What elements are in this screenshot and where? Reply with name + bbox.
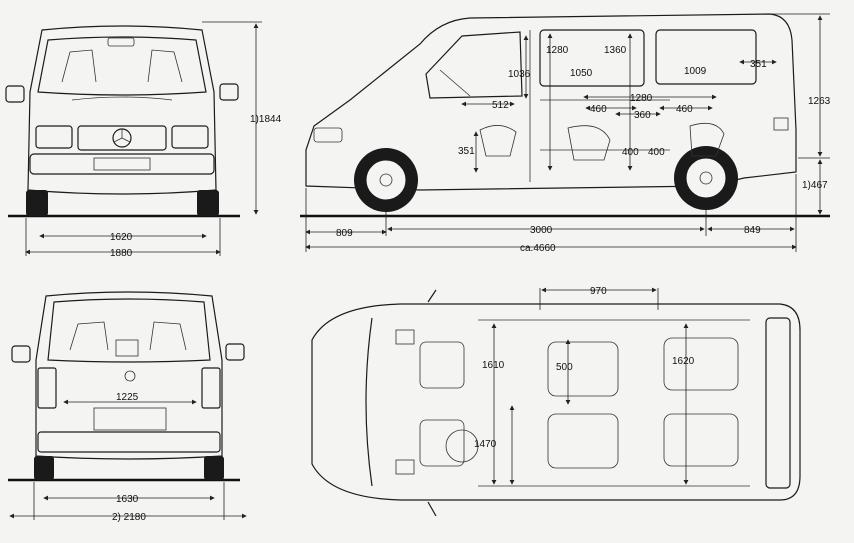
label-1225: 1225 (116, 392, 139, 403)
front-plate (93, 157, 151, 171)
rear-left-mirror (11, 345, 31, 363)
windscreen (37, 36, 207, 96)
side-window-middle (539, 29, 645, 87)
rear-body-outline (35, 291, 223, 460)
rear-seat-top-2 (663, 413, 739, 467)
label-1036: 1036 (508, 69, 531, 80)
right-headlight (171, 125, 209, 149)
rear-lamp-left (37, 367, 57, 409)
label-1050: 1050 (570, 68, 593, 79)
label-460-a: 460 (590, 104, 607, 115)
top-body-outline (311, 303, 801, 501)
label-351-rear: 351 (750, 59, 767, 70)
left-headlight (35, 125, 73, 149)
side-window-front (425, 31, 523, 99)
rear-left-tyre (34, 456, 54, 480)
label-400-a: 400 (622, 147, 639, 158)
bonnet-crease (71, 96, 173, 101)
rear-window (47, 298, 211, 363)
label-1360: 1360 (604, 45, 627, 56)
label-1470: 1470 (474, 439, 497, 450)
rear-emblem-icon (124, 370, 136, 382)
front-seat-top-1 (419, 341, 465, 389)
front-bumper (29, 153, 215, 175)
top-vent-left (395, 329, 415, 345)
rear-lamp (773, 117, 789, 131)
rear-right-mirror (225, 343, 245, 361)
label-1280-v: 1280 (546, 45, 569, 56)
rear-seat-left (69, 321, 109, 351)
right-mirror (219, 83, 239, 101)
rear-view: 1225 1630 2) 2180 (8, 291, 247, 523)
label-4660: ca.4660 (520, 243, 556, 254)
rear-seat-right (149, 321, 187, 351)
label-351-front: 351 (458, 146, 475, 157)
label-3000: 3000 (530, 225, 553, 236)
label-2180: 2) 2180 (112, 512, 146, 523)
label-970: 970 (590, 286, 607, 297)
label-1280-h: 1280 (630, 93, 653, 104)
front-body-outline (27, 25, 217, 195)
label-849: 849 (744, 225, 761, 236)
rear-bumper (37, 431, 221, 453)
label-809: 809 (336, 228, 353, 239)
grille (77, 125, 167, 151)
label-500: 500 (556, 362, 573, 373)
top-view: 970 1610 1620 500 1470 (311, 286, 801, 517)
label-1610: 1610 (482, 360, 505, 371)
mid-seat-top-2 (547, 413, 619, 469)
label-1263: 1263 (808, 96, 831, 107)
front-height-label: 1)1844 (250, 114, 282, 125)
label-1630: 1630 (116, 494, 139, 505)
front-seat-left (61, 49, 97, 83)
side-front-hub-icon (379, 173, 393, 187)
rear-seat (689, 122, 725, 157)
mirror-inner (107, 37, 135, 47)
top-mirror-right (427, 501, 437, 517)
mid-seat-top-1 (547, 341, 619, 397)
steering-wheel-icon (445, 429, 479, 463)
top-mirror-left (427, 289, 437, 303)
rear-lamp-right (201, 367, 221, 409)
side-body-outline (305, 13, 797, 191)
front-view: 1)1844 1620 1880 (5, 21, 282, 259)
top-windscreen (365, 317, 373, 487)
top-tailgate (765, 317, 791, 489)
side-rear-rim (685, 157, 727, 199)
front-track-label: 1620 (110, 232, 133, 243)
side-window-rear (655, 29, 757, 85)
side-headlight (313, 127, 343, 143)
label-1620-top: 1620 (672, 356, 695, 367)
middle-seat (567, 125, 611, 161)
rear-headrest-box (115, 339, 139, 357)
rear-right-tyre (204, 456, 224, 480)
side-rear-hub-icon (699, 171, 713, 185)
top-vent-right (395, 459, 415, 475)
emblem-star (113, 129, 131, 143)
label-512: 512 (492, 100, 509, 111)
rear-plate (93, 407, 167, 431)
label-360: 360 (634, 110, 651, 121)
side-front-rim (365, 159, 407, 201)
label-460-b: 460 (676, 104, 693, 115)
front-seat-right (147, 49, 183, 83)
sliding-door-lines (540, 99, 670, 151)
label-1009: 1009 (684, 66, 707, 77)
left-mirror (5, 85, 25, 103)
driver-area (439, 69, 517, 157)
rear-seat-top-1 (663, 337, 739, 391)
front-overall-width-label: 1880 (110, 248, 133, 259)
front-left-tyre (26, 190, 48, 216)
label-467: 1)467 (802, 180, 828, 191)
front-right-tyre (197, 190, 219, 216)
label-400-b: 400 (648, 147, 665, 158)
side-view: 1036 1280 1360 1050 1009 351 351 512 128… (300, 13, 831, 254)
front-seat-top-2 (419, 419, 465, 467)
